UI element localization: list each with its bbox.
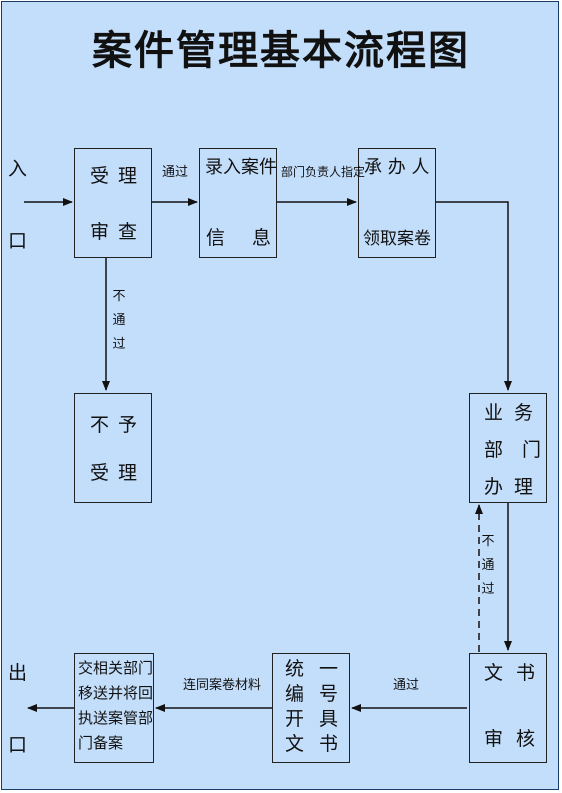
reject-char: 予: [118, 414, 138, 436]
number-issue-char: 号: [319, 683, 339, 705]
exit-label-1: 出: [8, 662, 28, 684]
number-issue-char: 书: [319, 733, 339, 755]
enter-info-node: 录入案件 信 息: [199, 148, 277, 258]
doc-review-char: 文: [484, 662, 504, 684]
handler-line1: 承 办 人: [364, 157, 430, 178]
enter-info-char: 息: [252, 227, 272, 249]
dept-handle-node: 业 务 部 门 办 理: [469, 393, 547, 503]
reject-node: 不 予 受 理: [74, 393, 152, 503]
doc-review-node: 文 书 审 核: [469, 653, 547, 763]
accept-review-node: 受 理 审 查: [74, 148, 152, 258]
handler-node: 承 办 人 领取案卷: [358, 148, 436, 258]
not-pass-return-label: 不 通 过: [481, 535, 495, 607]
not-pass-label: 不 通 过: [112, 290, 126, 362]
dept-char: 办: [484, 476, 504, 498]
number-issue-char: 开: [285, 708, 305, 730]
accept-review-char: 受: [90, 165, 110, 187]
not-pass-char: 通: [112, 313, 126, 328]
dept-char: 理: [514, 476, 534, 498]
review-pass-label: 通过: [393, 678, 420, 693]
entry-label-2: 口: [8, 230, 28, 252]
not-pass-char: 不: [481, 534, 495, 549]
number-issue-char: 统: [285, 658, 305, 680]
handler-line2: 领取案卷: [363, 229, 431, 249]
not-pass-char: 不: [112, 289, 126, 304]
number-issue-node: 统 编 开 文 一 号 具 书: [272, 653, 350, 763]
diagram-title: 案件管理基本流程图: [92, 27, 470, 74]
transfer-line: 交相关部门: [78, 659, 154, 677]
pass-label: 通过: [162, 165, 189, 180]
enter-info-line1: 录入案件: [205, 157, 277, 178]
reject-char: 不: [90, 414, 110, 436]
materials-label: 连同案卷材料: [183, 678, 262, 693]
entry-label-1: 入: [8, 158, 28, 180]
transfer-line: 移送并将回: [78, 684, 154, 702]
accept-review-char: 理: [118, 165, 138, 187]
handler-to-dept-arrow: [436, 201, 512, 391]
enter-info-char: 信: [206, 227, 226, 249]
number-issue-char: 文: [285, 733, 305, 755]
transfer-line: 执送案管部: [78, 709, 154, 727]
exit-label-2: 口: [8, 734, 28, 756]
number-issue-char: 一: [319, 658, 339, 680]
doc-review-char: 审: [484, 728, 504, 750]
not-pass-char: 过: [112, 337, 126, 352]
accept-review-char: 审: [90, 221, 110, 243]
transfer-node: 交相关部门 移送并将回 执送案管部 门备案: [74, 653, 154, 763]
not-pass-char: 过: [481, 582, 495, 597]
number-issue-char: 编: [285, 683, 305, 705]
doc-review-char: 书: [516, 662, 536, 684]
reject-char: 理: [118, 462, 138, 484]
dept-line2: 部 门: [484, 439, 542, 461]
number-issue-char: 具: [319, 708, 339, 730]
dept-char: 务: [514, 402, 534, 424]
accept-review-char: 查: [118, 221, 138, 243]
doc-review-char: 核: [516, 728, 536, 750]
not-pass-char: 通: [481, 558, 495, 573]
reject-char: 受: [90, 462, 110, 484]
assign-label: 部门负责人指定: [281, 165, 366, 179]
dept-char: 业: [484, 402, 504, 424]
transfer-line: 门备案: [78, 734, 124, 752]
